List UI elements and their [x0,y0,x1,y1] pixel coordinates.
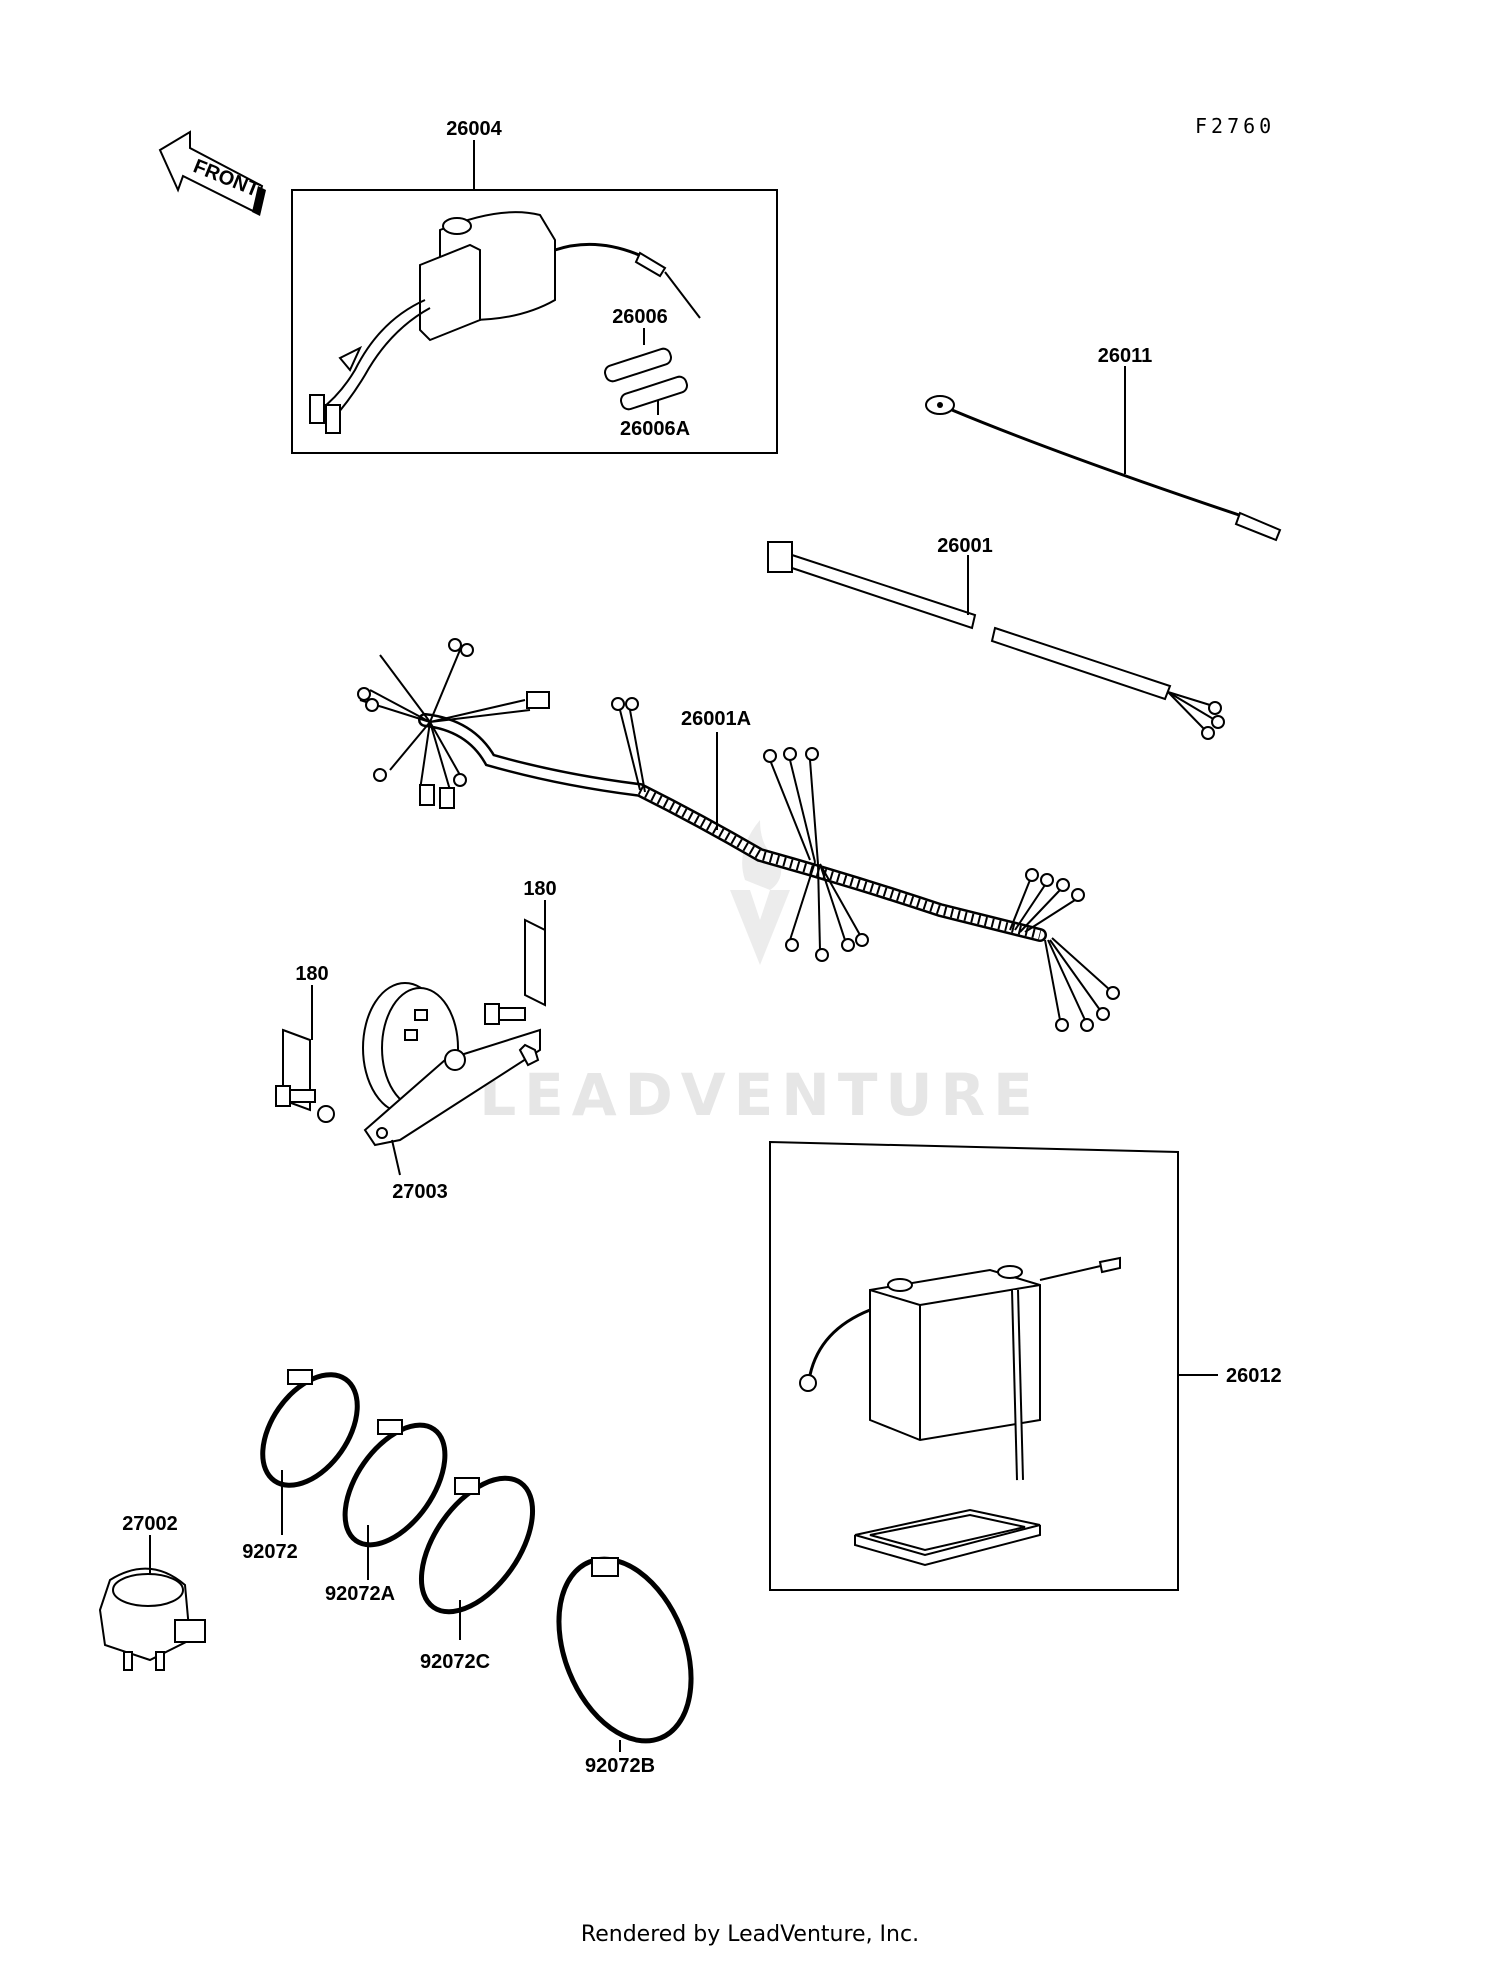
regulator-unit [309,211,701,434]
callout-26012: 26012 [1226,1365,1282,1387]
part-27003-group: 180 180 27003 [275,878,557,1203]
front-arrow-icon: FRONT [158,130,266,216]
fuse-26006 [604,347,688,411]
callout-92072C: 92072C [420,1651,490,1673]
callout-26011: 26011 [1098,345,1153,367]
battery-tray [854,1508,1041,1567]
part-26012-group: 26012 [769,1140,1282,1591]
callout-26001: 26001 [937,535,993,557]
callout-26001A: 26001A [681,708,751,730]
callout-180-lower: 180 [295,963,328,985]
callout-27002: 27002 [122,1513,178,1535]
diagram-code: F2760 [1195,114,1275,138]
callout-92072B: 92072B [585,1755,655,1777]
part-26001-group: 26001 [767,535,1225,740]
watermark: LEADVENTURE [479,820,1041,1129]
part-26011-group: 26011 [925,345,1282,542]
callout-26006: 26006 [612,306,668,328]
part-26004-group: 26004 26006 26006A [291,118,778,454]
part-92072-group: 92072 92072A 92072C 92072B [242,1369,694,1777]
callout-92072A: 92072A [325,1583,395,1605]
callout-27003: 27003 [392,1181,448,1203]
callout-26006A: 26006A [620,418,690,440]
part-26001A-group: 26001A [357,638,1120,1032]
callout-180-upper: 180 [523,878,556,900]
battery [799,1256,1121,1481]
callout-92072: 92072 [242,1541,298,1563]
watermark-text: LEADVENTURE [479,1061,1041,1129]
part-27002-group: 27002 [98,1513,206,1671]
footer-credit: Rendered by LeadVenture, Inc. [580,1922,920,1947]
callout-26004: 26004 [446,118,502,140]
